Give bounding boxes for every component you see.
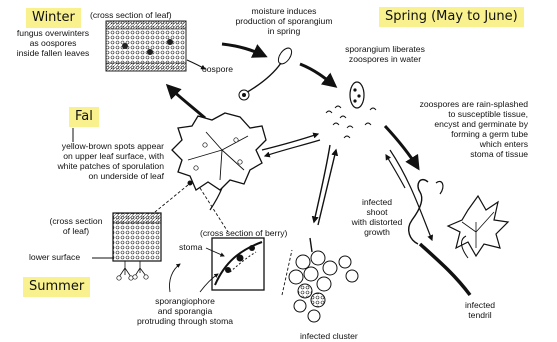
season-label-winter: Winter (26, 8, 81, 28)
label-stoma: stoma (179, 242, 202, 252)
dashed-line-leaf (155, 185, 188, 212)
label-zoospores-rain: zoospores are rain-splashed to susceptib… (378, 99, 528, 159)
leaf-cross-section-top (106, 21, 186, 71)
label-infected-cluster: infected cluster (300, 331, 358, 341)
label-cross-section-berry: (cross section of berry) (200, 228, 287, 238)
germinating-oospore (239, 46, 294, 100)
arrow-fall-to-winter (168, 86, 205, 118)
pointer-sporangiophore-left (169, 264, 180, 292)
arrow-to-sporangium (300, 64, 335, 86)
grape-cluster (289, 238, 358, 322)
label-infected-tendril: infected tendril (455, 300, 505, 320)
season-label-summer: Summer (23, 277, 90, 297)
arrow-leaf-to-zoospores (262, 134, 318, 150)
arrow-winter-to-spring (222, 44, 265, 56)
label-oospore: oospore (202, 64, 233, 74)
label-moisture-induces: moisture induces production of sporangiu… (224, 6, 344, 36)
label-yellow-brown-spots: yellow-brown spots appear on upper leaf … (2, 141, 164, 181)
grape-leaf (172, 113, 266, 210)
berry-cross-section (212, 238, 264, 290)
label-infected-shoot: infected shoot with distorted growth (342, 197, 412, 237)
leaf-cross-section-bottom (113, 213, 161, 280)
label-sporangium-liberates: sporangium liberates zoospores in water (325, 44, 445, 64)
infected-shoot-tendril (409, 180, 508, 295)
season-label-spring: Spring (May to June) (379, 7, 524, 27)
label-cross-section-leaf-top: (cross section of leaf) (90, 10, 172, 20)
label-lower-surface: lower surface (29, 252, 80, 262)
sporangium-zoospores (326, 82, 376, 138)
label-sporangiophore: sporangiophore and sporangia protruding … (125, 296, 245, 326)
dashed-line-berry (200, 188, 228, 232)
label-fungus-overwinters: fungus overwinters as oospores inside fa… (3, 28, 103, 58)
season-label-fall: Fal (69, 107, 99, 127)
label-cross-section-leaf-bottom: (cross section of leaf) (40, 216, 112, 236)
